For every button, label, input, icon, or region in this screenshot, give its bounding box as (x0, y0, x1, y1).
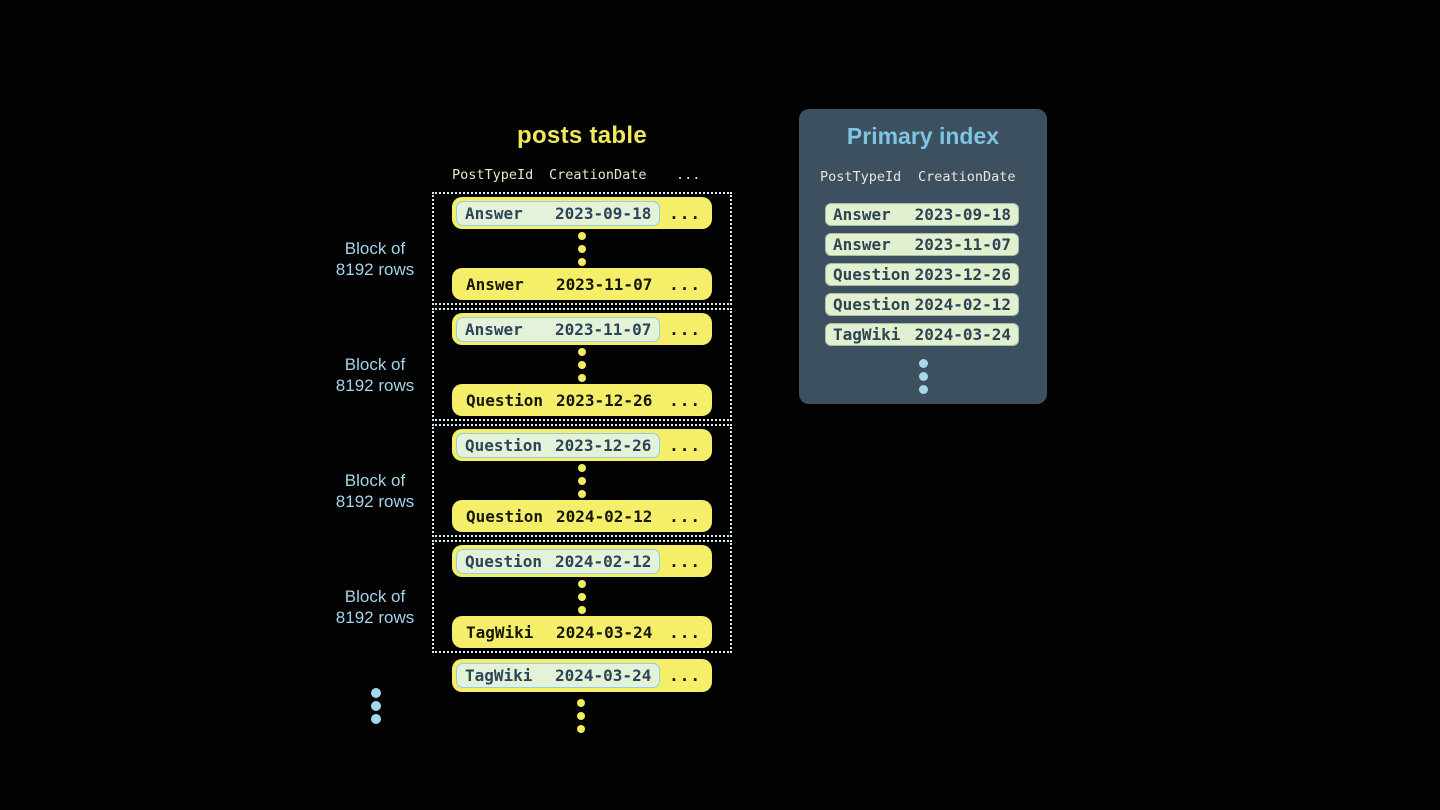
block-4-label: Block of 8192 rows (315, 586, 435, 628)
table-row-next-block-first: TagWiki 2024-03-24 ... (452, 659, 712, 692)
table-row-first: Answer 2023-09-18 ... (452, 197, 712, 229)
indexed-columns-highlight: Question 2023-12-26 (456, 432, 661, 458)
block-label-line1: Block of (344, 239, 406, 258)
more-index-entries-ellipsis-dots (914, 357, 932, 396)
indexed-columns-highlight: Question 2024-02-12 (456, 548, 661, 574)
index-row: TagWiki 2024-03-24 (825, 323, 1019, 346)
block-1: Block of 8192 rows Answer 2023-09-18 ...… (336, 192, 732, 305)
cell-posttypeid: TagWiki (466, 622, 534, 642)
cell-creationdate: 2024-02-12 (556, 506, 653, 526)
cell-creationdate: 2023-12-26 (914, 265, 1011, 284)
primary-index-panel: Primary index PostTypeId CreationDate An… (799, 109, 1047, 404)
index-header-creationdate: CreationDate (918, 169, 1016, 185)
cell-creationdate: 2023-09-18 (914, 205, 1011, 224)
cell-creationdate: 2023-11-07 (556, 274, 653, 294)
cell-more-columns: ... (669, 435, 701, 455)
cell-creationdate: 2024-03-24 (555, 666, 652, 685)
index-row: Question 2023-12-26 (825, 263, 1019, 286)
cell-creationdate: 2024-02-12 (914, 295, 1011, 314)
ellipsis-dots-vertical (578, 461, 586, 500)
table-row-first: Question 2024-02-12 ... (452, 545, 712, 577)
cell-more-columns: ... (669, 203, 701, 223)
posts-table-title: posts table (517, 122, 647, 149)
cell-more-columns: ... (669, 551, 701, 571)
indexed-columns-highlight: TagWiki 2024-03-24 (456, 663, 661, 688)
block-3: Block of 8192 rows Question 2023-12-26 .… (336, 424, 732, 537)
block-2-label: Block of 8192 rows (315, 354, 435, 396)
cell-posttypeid: Answer (465, 319, 523, 339)
block-label-line1: Block of (344, 587, 406, 606)
table-row-first: Answer 2023-11-07 ... (452, 313, 712, 345)
cell-posttypeid: TagWiki (833, 325, 901, 344)
index-row: Answer 2023-11-07 (825, 233, 1019, 256)
cell-creationdate: 2024-03-24 (914, 325, 1011, 344)
cell-more-columns: ... (669, 666, 701, 685)
posts-header-creationdate: CreationDate (549, 167, 647, 183)
cell-more-columns: ... (669, 506, 701, 526)
index-row: Answer 2023-09-18 (825, 203, 1019, 226)
ellipsis-dots-vertical (573, 696, 589, 735)
cell-more-columns: ... (669, 274, 701, 294)
block-label-line2: 8192 rows (335, 608, 415, 627)
cell-more-columns: ... (669, 319, 701, 339)
table-row-first: Question 2023-12-26 ... (452, 429, 712, 461)
cell-posttypeid: TagWiki (465, 666, 533, 685)
block-label-line2: 8192 rows (335, 492, 415, 511)
cell-more-columns: ... (669, 622, 701, 642)
ellipsis-dots-vertical (578, 577, 586, 616)
indexed-columns-highlight: Answer 2023-09-18 (456, 200, 661, 226)
primary-index-column-headers: PostTypeId CreationDate (799, 169, 1047, 186)
index-row: Question 2024-02-12 (825, 293, 1019, 316)
block-4: Block of 8192 rows Question 2024-02-12 .… (336, 540, 732, 653)
block-2: Block of 8192 rows Answer 2023-11-07 ...… (336, 308, 732, 421)
cell-creationdate: 2023-12-26 (556, 390, 653, 410)
block-label-line2: 8192 rows (335, 260, 415, 279)
cell-posttypeid: Answer (833, 235, 891, 254)
cell-creationdate: 2024-02-12 (555, 551, 652, 571)
index-header-posttypeid: PostTypeId (820, 169, 902, 185)
posts-header-more-columns: ... (676, 167, 701, 183)
cell-more-columns: ... (669, 390, 701, 410)
cell-posttypeid: Answer (833, 205, 891, 224)
primary-index-title: Primary index (846, 123, 1000, 149)
block-label-line1: Block of (344, 471, 406, 490)
cell-posttypeid: Question (466, 506, 544, 526)
table-row-last: Answer 2023-11-07 ... (452, 268, 712, 300)
table-row-last: Question 2024-02-12 ... (452, 500, 712, 532)
cell-posttypeid: Question (465, 435, 543, 455)
cell-creationdate: 2024-03-24 (556, 622, 653, 642)
table-row-last: TagWiki 2024-03-24 ... (452, 616, 712, 648)
cell-posttypeid: Answer (465, 203, 523, 223)
more-blocks-ellipsis-dots (368, 686, 384, 725)
cell-posttypeid: Question (833, 295, 911, 314)
posts-header-posttypeid: PostTypeId (452, 167, 534, 183)
cell-creationdate: 2023-11-07 (555, 319, 652, 339)
block-label-line1: Block of (344, 355, 406, 374)
block-1-label: Block of 8192 rows (315, 238, 435, 280)
indexed-columns-highlight: Answer 2023-11-07 (456, 316, 661, 342)
cell-posttypeid: Question (465, 551, 543, 571)
cell-posttypeid: Question (466, 390, 544, 410)
posts-table-column-headers: PostTypeId CreationDate ... (432, 167, 732, 184)
cell-creationdate: 2023-09-18 (555, 203, 652, 223)
block-3-label: Block of 8192 rows (315, 470, 435, 512)
cell-creationdate: 2023-12-26 (555, 435, 652, 455)
ellipsis-dots-vertical (578, 229, 586, 268)
cell-posttypeid: Question (833, 265, 911, 284)
cell-creationdate: 2023-11-07 (914, 235, 1011, 254)
ellipsis-dots-vertical (578, 345, 586, 384)
block-label-line2: 8192 rows (335, 376, 415, 395)
cell-posttypeid: Answer (466, 274, 524, 294)
table-row-last: Question 2023-12-26 ... (452, 384, 712, 416)
